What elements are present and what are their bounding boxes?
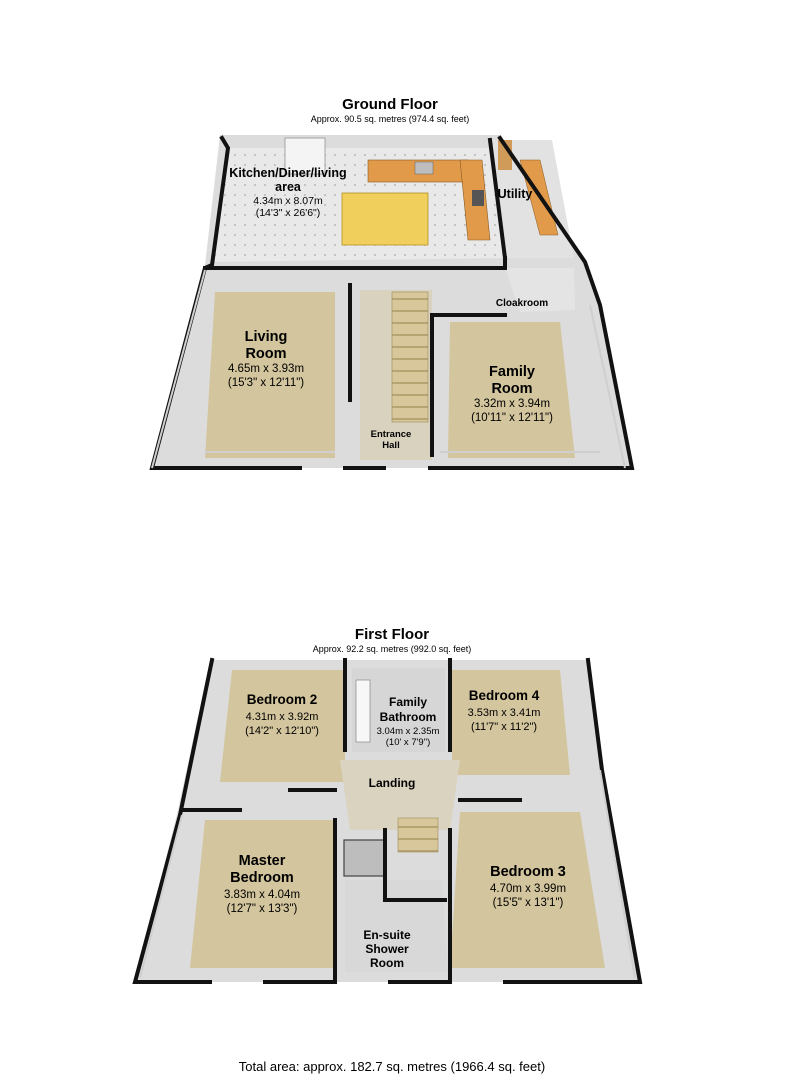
total-area: Total area: approx. 182.7 sq. metres (19… xyxy=(239,1059,545,1074)
first-floor-labels: First Floor Approx. 92.2 sq. metres (992… xyxy=(224,626,566,970)
ensuite-label-2: Shower xyxy=(365,942,409,956)
bathroom-dimensions-m: 3.04m x 2.35m xyxy=(377,726,440,737)
first-floor xyxy=(132,657,643,984)
bedroom-2-label: Bedroom 2 xyxy=(247,692,318,707)
living-room-label-2: Room xyxy=(245,346,286,362)
family-room-dimensions-ft: (10'11" x 12'11") xyxy=(471,412,553,424)
master-bedroom-floor xyxy=(190,820,335,968)
first-floor-area: Approx. 92.2 sq. metres (992.0 sq. feet) xyxy=(313,644,472,654)
master-bedroom-dimensions-m: 3.83m x 4.04m xyxy=(224,889,300,901)
bathroom-floor xyxy=(352,668,445,752)
cloakroom-floor xyxy=(505,268,575,312)
landing-label: Landing xyxy=(369,776,416,790)
bath xyxy=(355,679,371,743)
family-room-label-1: Family xyxy=(489,364,535,380)
ground-floor-walls xyxy=(149,135,635,470)
cloakroom-label: Cloakroom xyxy=(496,298,548,309)
bedroom-2-dimensions-ft: (14'2" x 12'10") xyxy=(245,725,319,737)
bathroom-dimensions-ft: (10' x 7'9") xyxy=(386,737,431,748)
first-floor-title: First Floor xyxy=(355,626,429,643)
first-floor-inner-walls xyxy=(139,769,636,979)
ground-floor-area: Approx. 90.5 sq. metres (974.4 sq. feet) xyxy=(311,114,470,124)
living-room-label-1: Living xyxy=(245,329,288,345)
entrance-hall-label-1: Entrance xyxy=(371,429,412,440)
ground-floor-labels: Ground Floor Approx. 90.5 sq. metres (97… xyxy=(228,96,553,451)
bedroom-2-floor xyxy=(220,670,345,782)
bathroom-label-1: Family xyxy=(389,695,427,709)
ground-floor xyxy=(149,135,635,470)
kitchen-dimensions-m: 4.34m x 8.07m xyxy=(253,195,323,207)
family-room-label-2: Room xyxy=(491,381,532,397)
bedroom-3-floor xyxy=(450,812,605,968)
stairs xyxy=(391,291,429,423)
kitchen-label-1: Kitchen/Diner/living xyxy=(229,166,346,180)
landing-floor xyxy=(340,760,460,830)
living-room-floor xyxy=(205,292,335,458)
hob xyxy=(472,190,484,206)
master-bedroom-dimensions-ft: (12'7" x 13'3") xyxy=(227,903,298,915)
family-room-floor xyxy=(448,322,575,458)
first-floor-walls xyxy=(132,657,643,984)
entrance-hall-label-2: Hall xyxy=(382,440,399,451)
bedroom-4-floor xyxy=(452,670,570,775)
french-doors xyxy=(284,137,326,175)
bedroom-4-label: Bedroom 4 xyxy=(469,688,540,703)
living-room-dimensions-ft: (15'3" x 12'11") xyxy=(228,377,304,389)
master-bedroom-label-1: Master xyxy=(239,853,286,869)
bedroom-3-dimensions-m: 4.70m x 3.99m xyxy=(490,883,566,895)
ground-floor-title: Ground Floor xyxy=(342,96,438,113)
sink xyxy=(414,161,434,175)
bedroom-4-dimensions-m: 3.53m x 3.41m xyxy=(468,707,541,719)
bedroom-3-dimensions-ft: (15'5" x 13'1") xyxy=(493,897,564,909)
shower-tray xyxy=(343,839,387,877)
bedroom-4-dimensions-ft: (11'7" x 11'2") xyxy=(471,721,537,733)
master-bedroom-label-2: Bedroom xyxy=(230,870,294,886)
ground-floor-inner-walls xyxy=(151,269,626,469)
utility-label: Utility xyxy=(498,187,533,201)
ensuite-label-3: Room xyxy=(370,956,404,970)
bedroom-3-label: Bedroom 3 xyxy=(490,864,566,880)
kitchen-dimensions-ft: (14'3" x 26'6") xyxy=(256,207,321,219)
bathroom-label-2: Bathroom xyxy=(380,710,437,724)
family-room-dimensions-m: 3.32m x 3.94m xyxy=(474,398,550,410)
bedroom-2-dimensions-m: 4.31m x 3.92m xyxy=(246,711,319,723)
landing-stairs xyxy=(397,817,439,853)
living-room-dimensions-m: 4.65m x 3.93m xyxy=(228,363,304,375)
ensuite-label-1: En-suite xyxy=(363,928,411,942)
ensuite-floor xyxy=(345,880,448,972)
kitchen-label-2: area xyxy=(275,180,302,194)
kitchen-island xyxy=(341,192,429,246)
